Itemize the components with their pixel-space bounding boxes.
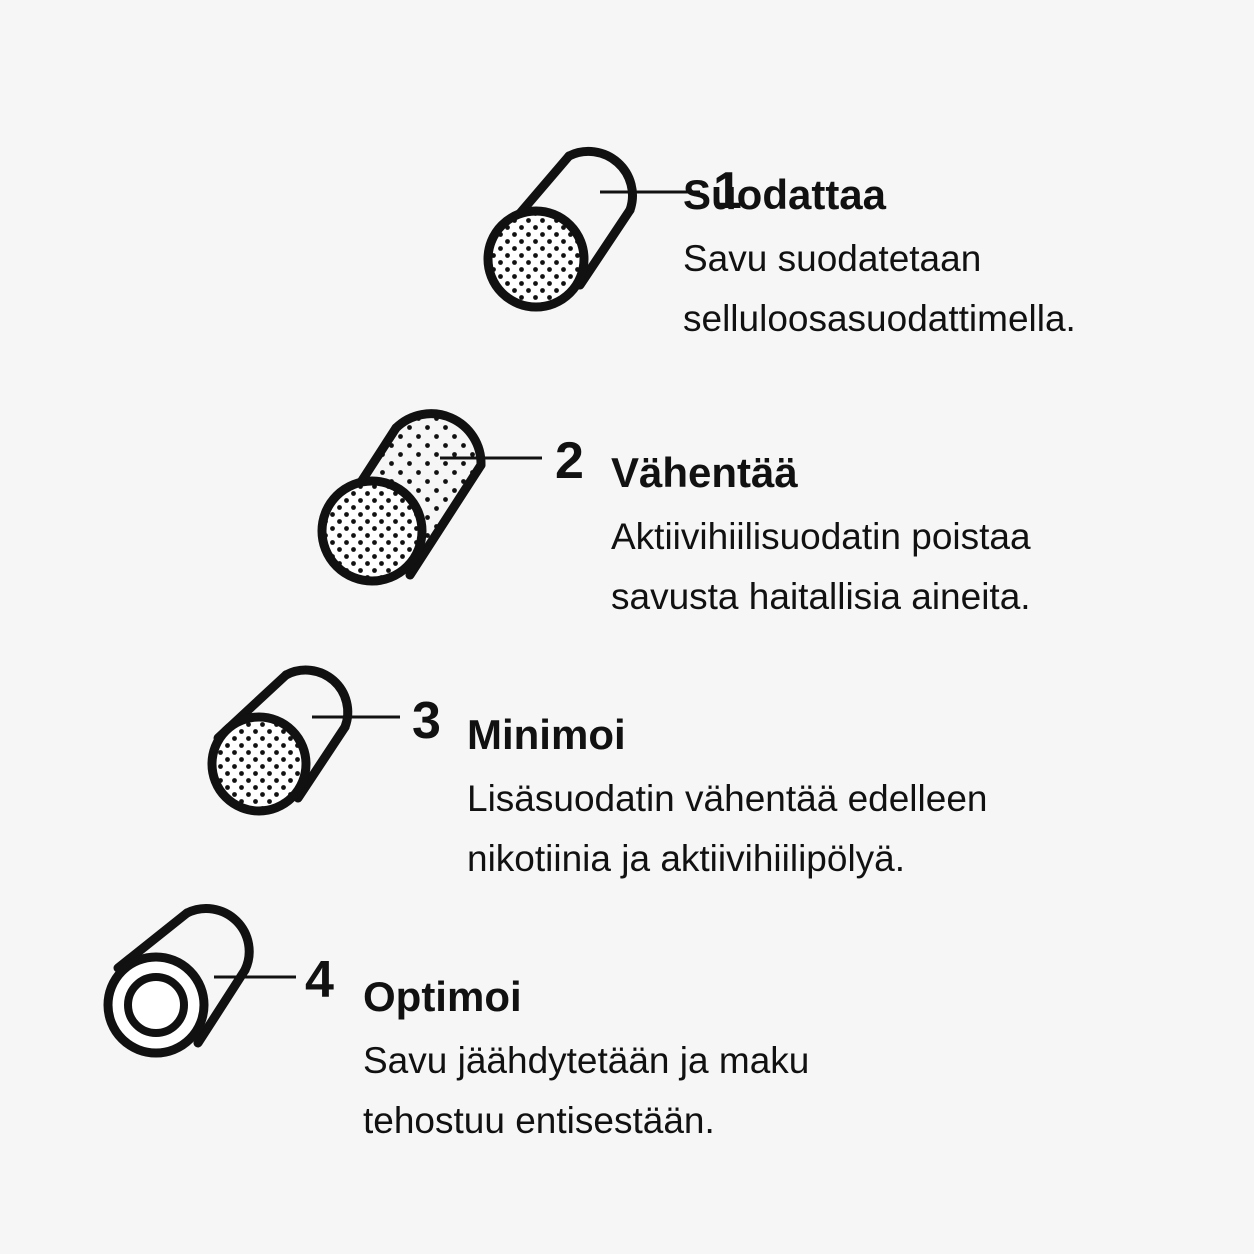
cellulose-filter-icon — [483, 146, 640, 312]
step-2-desc-line-1: Aktiivihiilisuodatin poistaa — [611, 516, 1031, 557]
step-1-title: Suodattaa — [683, 171, 887, 218]
step-4-desc-line-1: Savu jäähdytetään ja maku — [363, 1040, 810, 1081]
step-number-2: 2 — [555, 432, 584, 490]
step-3-description: Lisäsuodatin vähentää edelleen nikotiinia… — [467, 769, 987, 889]
step-2-desc-line-2: savusta haitallisia aineita. — [611, 576, 1031, 617]
step-3-desc-line-2: nikotiinia ja aktiivihiilipölyä. — [467, 838, 906, 879]
step-4-desc-line-2: tehostuu entisestään. — [363, 1100, 715, 1141]
step-3-desc-line-1: Lisäsuodatin vähentää edelleen — [467, 778, 988, 819]
step-4-description: Savu jäähdytetään ja maku tehostuu entise… — [363, 1031, 809, 1151]
hollow-tube-filter-icon — [103, 903, 257, 1058]
step-1-desc-line-2: selluloosasuodattimella. — [683, 298, 1076, 339]
additional-filter-icon — [207, 664, 355, 816]
step-number-3: 3 — [412, 692, 441, 750]
step-3-title: Minimoi — [467, 711, 626, 758]
step-1-text: Suodattaa Savu suodatetaan selluloosasuod… — [683, 171, 1076, 349]
step-3-text: Minimoi Lisäsuodatin vähentää edelleen ni… — [467, 711, 987, 889]
activated-carbon-filter-icon — [317, 409, 486, 586]
step-2-text: Vähentää Aktiivihiilisuodatin poistaa sav… — [611, 449, 1031, 627]
step-4-text: Optimoi Savu jäähdytetään ja maku tehostu… — [363, 973, 809, 1151]
step-1-description: Savu suodatetaan selluloosasuodattimella. — [683, 229, 1076, 349]
step-4-title: Optimoi — [363, 973, 522, 1020]
step-number-1: 1 — [713, 162, 742, 220]
step-number-4: 4 — [305, 951, 334, 1009]
step-1-desc-line-1: Savu suodatetaan — [683, 238, 982, 279]
step-2-description: Aktiivihiilisuodatin poistaa savusta hait… — [611, 507, 1031, 627]
step-2-title: Vähentää — [611, 449, 798, 496]
